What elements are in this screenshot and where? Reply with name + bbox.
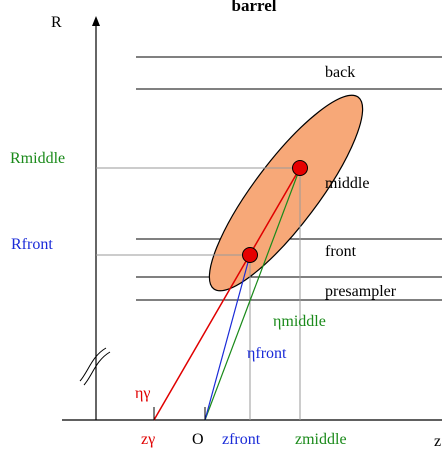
eta-front-label: ηfront (247, 345, 287, 362)
r-axis-label: R (51, 14, 62, 31)
eta-front-line (204, 254, 251, 421)
r-axis-arrow (92, 16, 100, 26)
eta-middle-label: ηmiddle (273, 313, 326, 330)
z-middle-label: zmiddle (295, 431, 347, 448)
z-axis-label: z (434, 433, 441, 450)
axis-break-mark (79, 347, 107, 382)
layer-label-middle: middle (325, 175, 369, 192)
eta-gamma-line (153, 167, 301, 421)
title-text: barrel (231, 0, 276, 15)
front-cluster-point (242, 247, 258, 263)
layer-label-back: back (325, 64, 355, 81)
z-gamma-label: zγ (141, 431, 155, 448)
z-front-label: zfront (222, 431, 261, 448)
origin-label: O (192, 431, 204, 448)
r-front-label: Rfront (11, 236, 53, 253)
layer-label-presampler: presampler (325, 283, 397, 300)
eta-middle-line (204, 167, 301, 421)
r-middle-label: Rmiddle (10, 150, 65, 167)
axis-break-mark-2 (83, 351, 111, 386)
layer-label-front: front (325, 243, 357, 260)
middle-cluster-point (292, 160, 308, 176)
eta-gamma-label: ηγ (135, 385, 150, 402)
